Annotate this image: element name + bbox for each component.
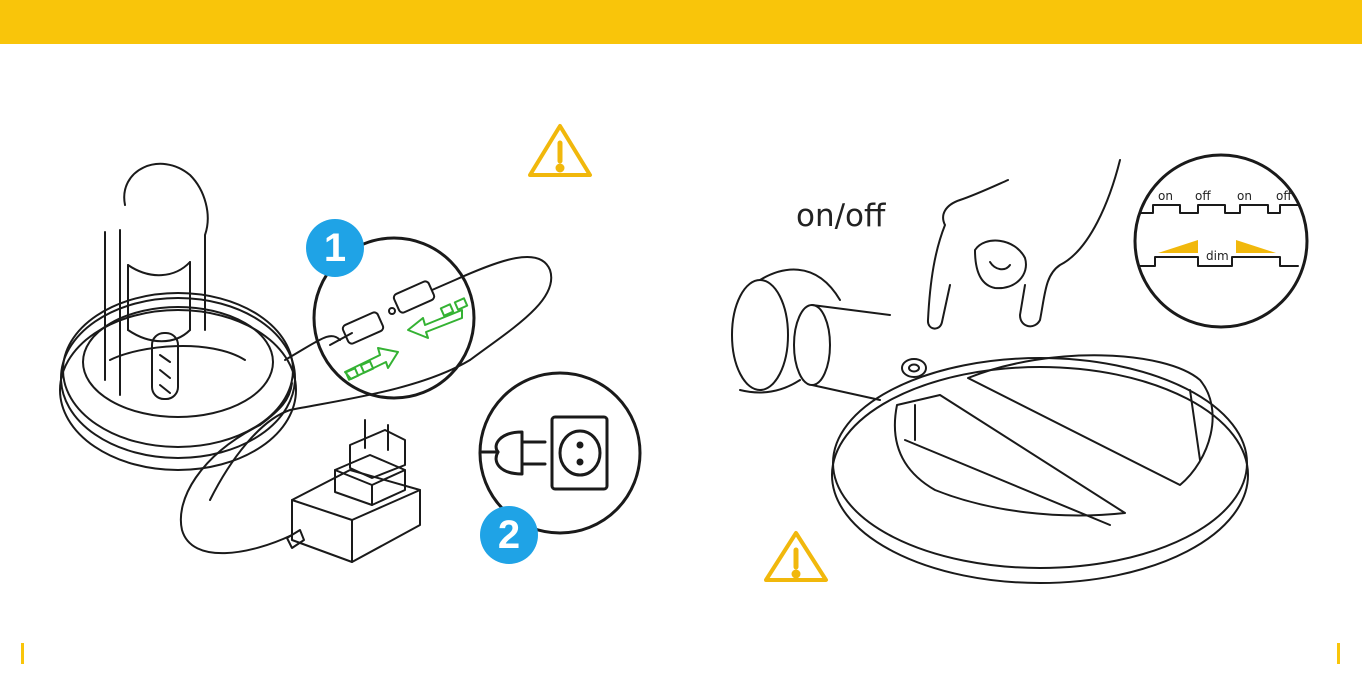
step-1-badge: 1 [306,219,364,277]
page-marker-left [21,643,24,664]
page-marker-right [1337,643,1340,664]
wave-label-on-2: on [1237,190,1252,202]
warning-triangle-icon [766,533,826,580]
power-socket-icon [552,417,607,489]
dimming-zoom-circle [1135,155,1307,327]
wave-label-off-1: off [1195,190,1211,202]
lamp-base-illustration [60,164,340,470]
wave-label-on-1: on [1158,190,1173,202]
plug-icon [482,432,545,474]
lamp-head-illustration [732,270,1248,583]
warning-triangle-icon [530,126,590,175]
wave-label-off-2: off [1276,190,1292,202]
step-2-badge: 2 [480,506,538,564]
dim-label: dim [1206,250,1229,262]
on-off-label: on/off [796,198,885,234]
hand-illustration [928,160,1120,329]
power-adapter [287,420,420,562]
on-off-waveform [1140,205,1298,213]
power-cable [181,360,470,553]
